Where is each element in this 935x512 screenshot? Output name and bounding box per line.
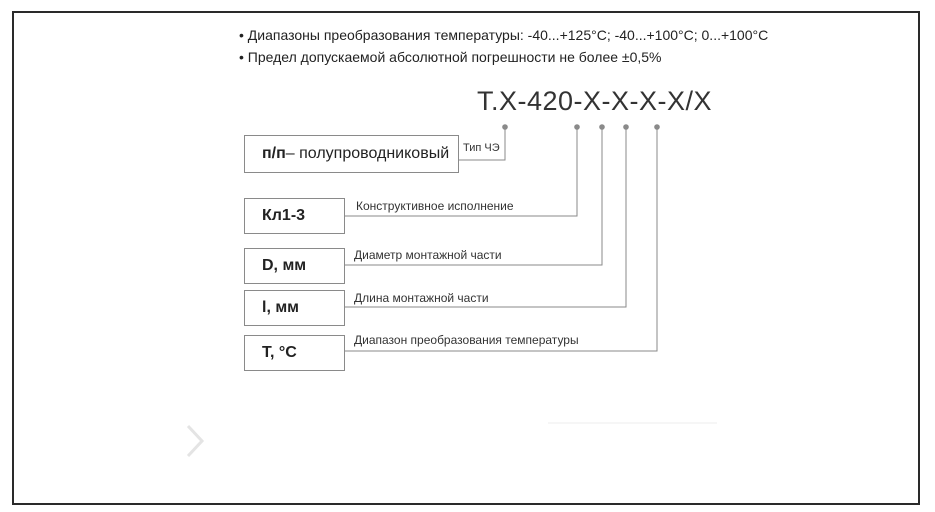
label-temperature: Диапазон преобразования температуры xyxy=(354,333,579,347)
dot-diameter xyxy=(599,124,605,130)
box-length: l, мм xyxy=(244,290,345,326)
label-length: Длина монтажной части xyxy=(354,291,489,305)
spec-bullets: • Диапазоны преобразования температуры: … xyxy=(239,24,768,68)
box-temperature: T, °C xyxy=(244,335,345,371)
sensor-type-description: – полупроводниковый xyxy=(285,145,450,162)
bullet-accuracy: • Предел допускаемой абсолютной погрешно… xyxy=(239,49,662,65)
label-design: Конструктивное исполнение xyxy=(356,199,514,213)
label-sensor-type: Тип ЧЭ xyxy=(463,142,500,154)
box-temperature-text: T, °C xyxy=(262,344,297,361)
dot-length xyxy=(623,124,629,130)
label-diameter: Диаметр монтажной части xyxy=(354,248,502,262)
dot-sensor-type xyxy=(502,124,508,130)
box-length-text: l, мм xyxy=(262,299,300,316)
dot-temperature xyxy=(654,124,660,130)
bullet-temperature-ranges: • Диапазоны преобразования температуры: … xyxy=(239,27,769,43)
box-diameter: D, мм xyxy=(244,248,345,284)
dot-design xyxy=(574,124,580,130)
box-sensor-type: п/п – полупроводниковый xyxy=(244,135,459,173)
box-diameter-text: D, мм xyxy=(262,257,307,274)
diagram-frame xyxy=(12,11,920,505)
box-design: Кл1-3 xyxy=(244,198,345,234)
connector-design xyxy=(344,127,578,217)
chevron-right-icon[interactable] xyxy=(183,422,207,460)
connector-diameter xyxy=(344,127,603,266)
model-code: Т.Х-420-Х-Х-Х-Х/Х xyxy=(477,86,713,116)
box-design-text: Кл1-3 xyxy=(262,207,306,224)
connector-temperature xyxy=(344,127,658,352)
connector-length xyxy=(344,127,627,308)
sensor-type-code: п/п xyxy=(262,145,286,162)
